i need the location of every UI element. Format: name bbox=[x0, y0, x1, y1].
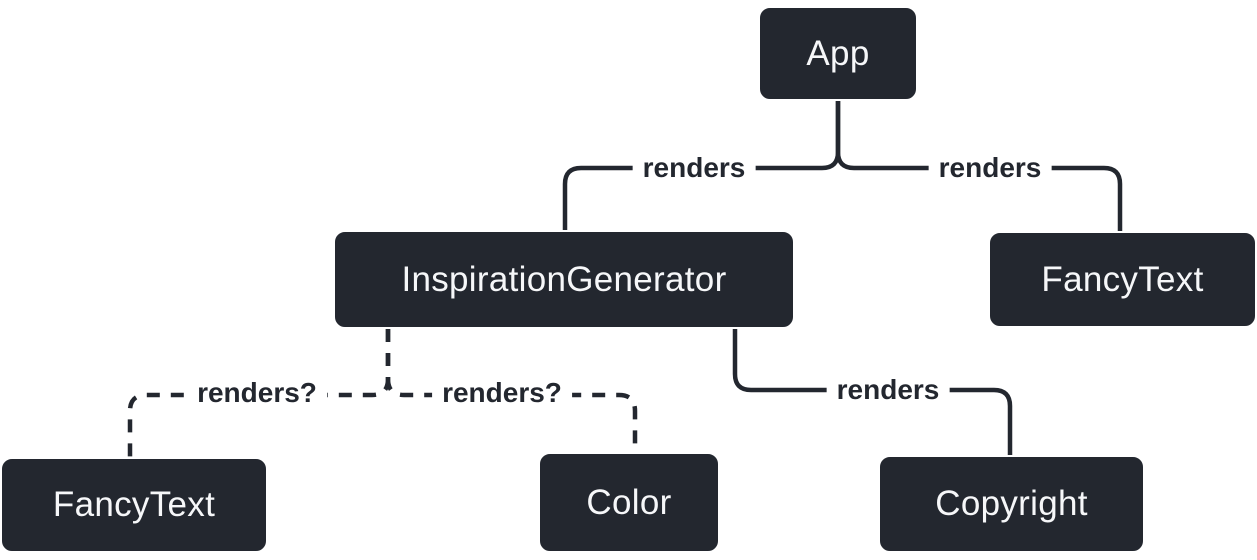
node-color-label: Color bbox=[586, 482, 672, 522]
edge-label-renders-conditional-fancytext: renders? bbox=[187, 377, 327, 409]
node-fancy-text-top: FancyText bbox=[988, 231, 1257, 328]
node-app: App bbox=[758, 6, 918, 101]
edge-label-renders-conditional-color: renders? bbox=[432, 377, 572, 409]
edge-label-renders-inspirationgenerator: renders bbox=[632, 152, 756, 184]
edge-label-renders-copyright: renders bbox=[826, 374, 950, 406]
edge-label-renders-fancytext: renders bbox=[928, 152, 1052, 184]
node-fancy-text-top-label: FancyText bbox=[1041, 259, 1204, 299]
node-copyright: Copyright bbox=[878, 455, 1145, 553]
node-inspiration-generator: InspirationGenerator bbox=[333, 230, 795, 329]
node-fancy-text-bottom: FancyText bbox=[0, 457, 268, 553]
edge-inspirationgenerator-color-conditional bbox=[385, 329, 638, 452]
node-color: Color bbox=[538, 452, 720, 553]
node-inspiration-generator-label: InspirationGenerator bbox=[401, 259, 727, 299]
node-app-label: App bbox=[806, 33, 870, 73]
node-copyright-label: Copyright bbox=[935, 484, 1088, 523]
node-fancy-text-bottom-label: FancyText bbox=[52, 485, 216, 524]
